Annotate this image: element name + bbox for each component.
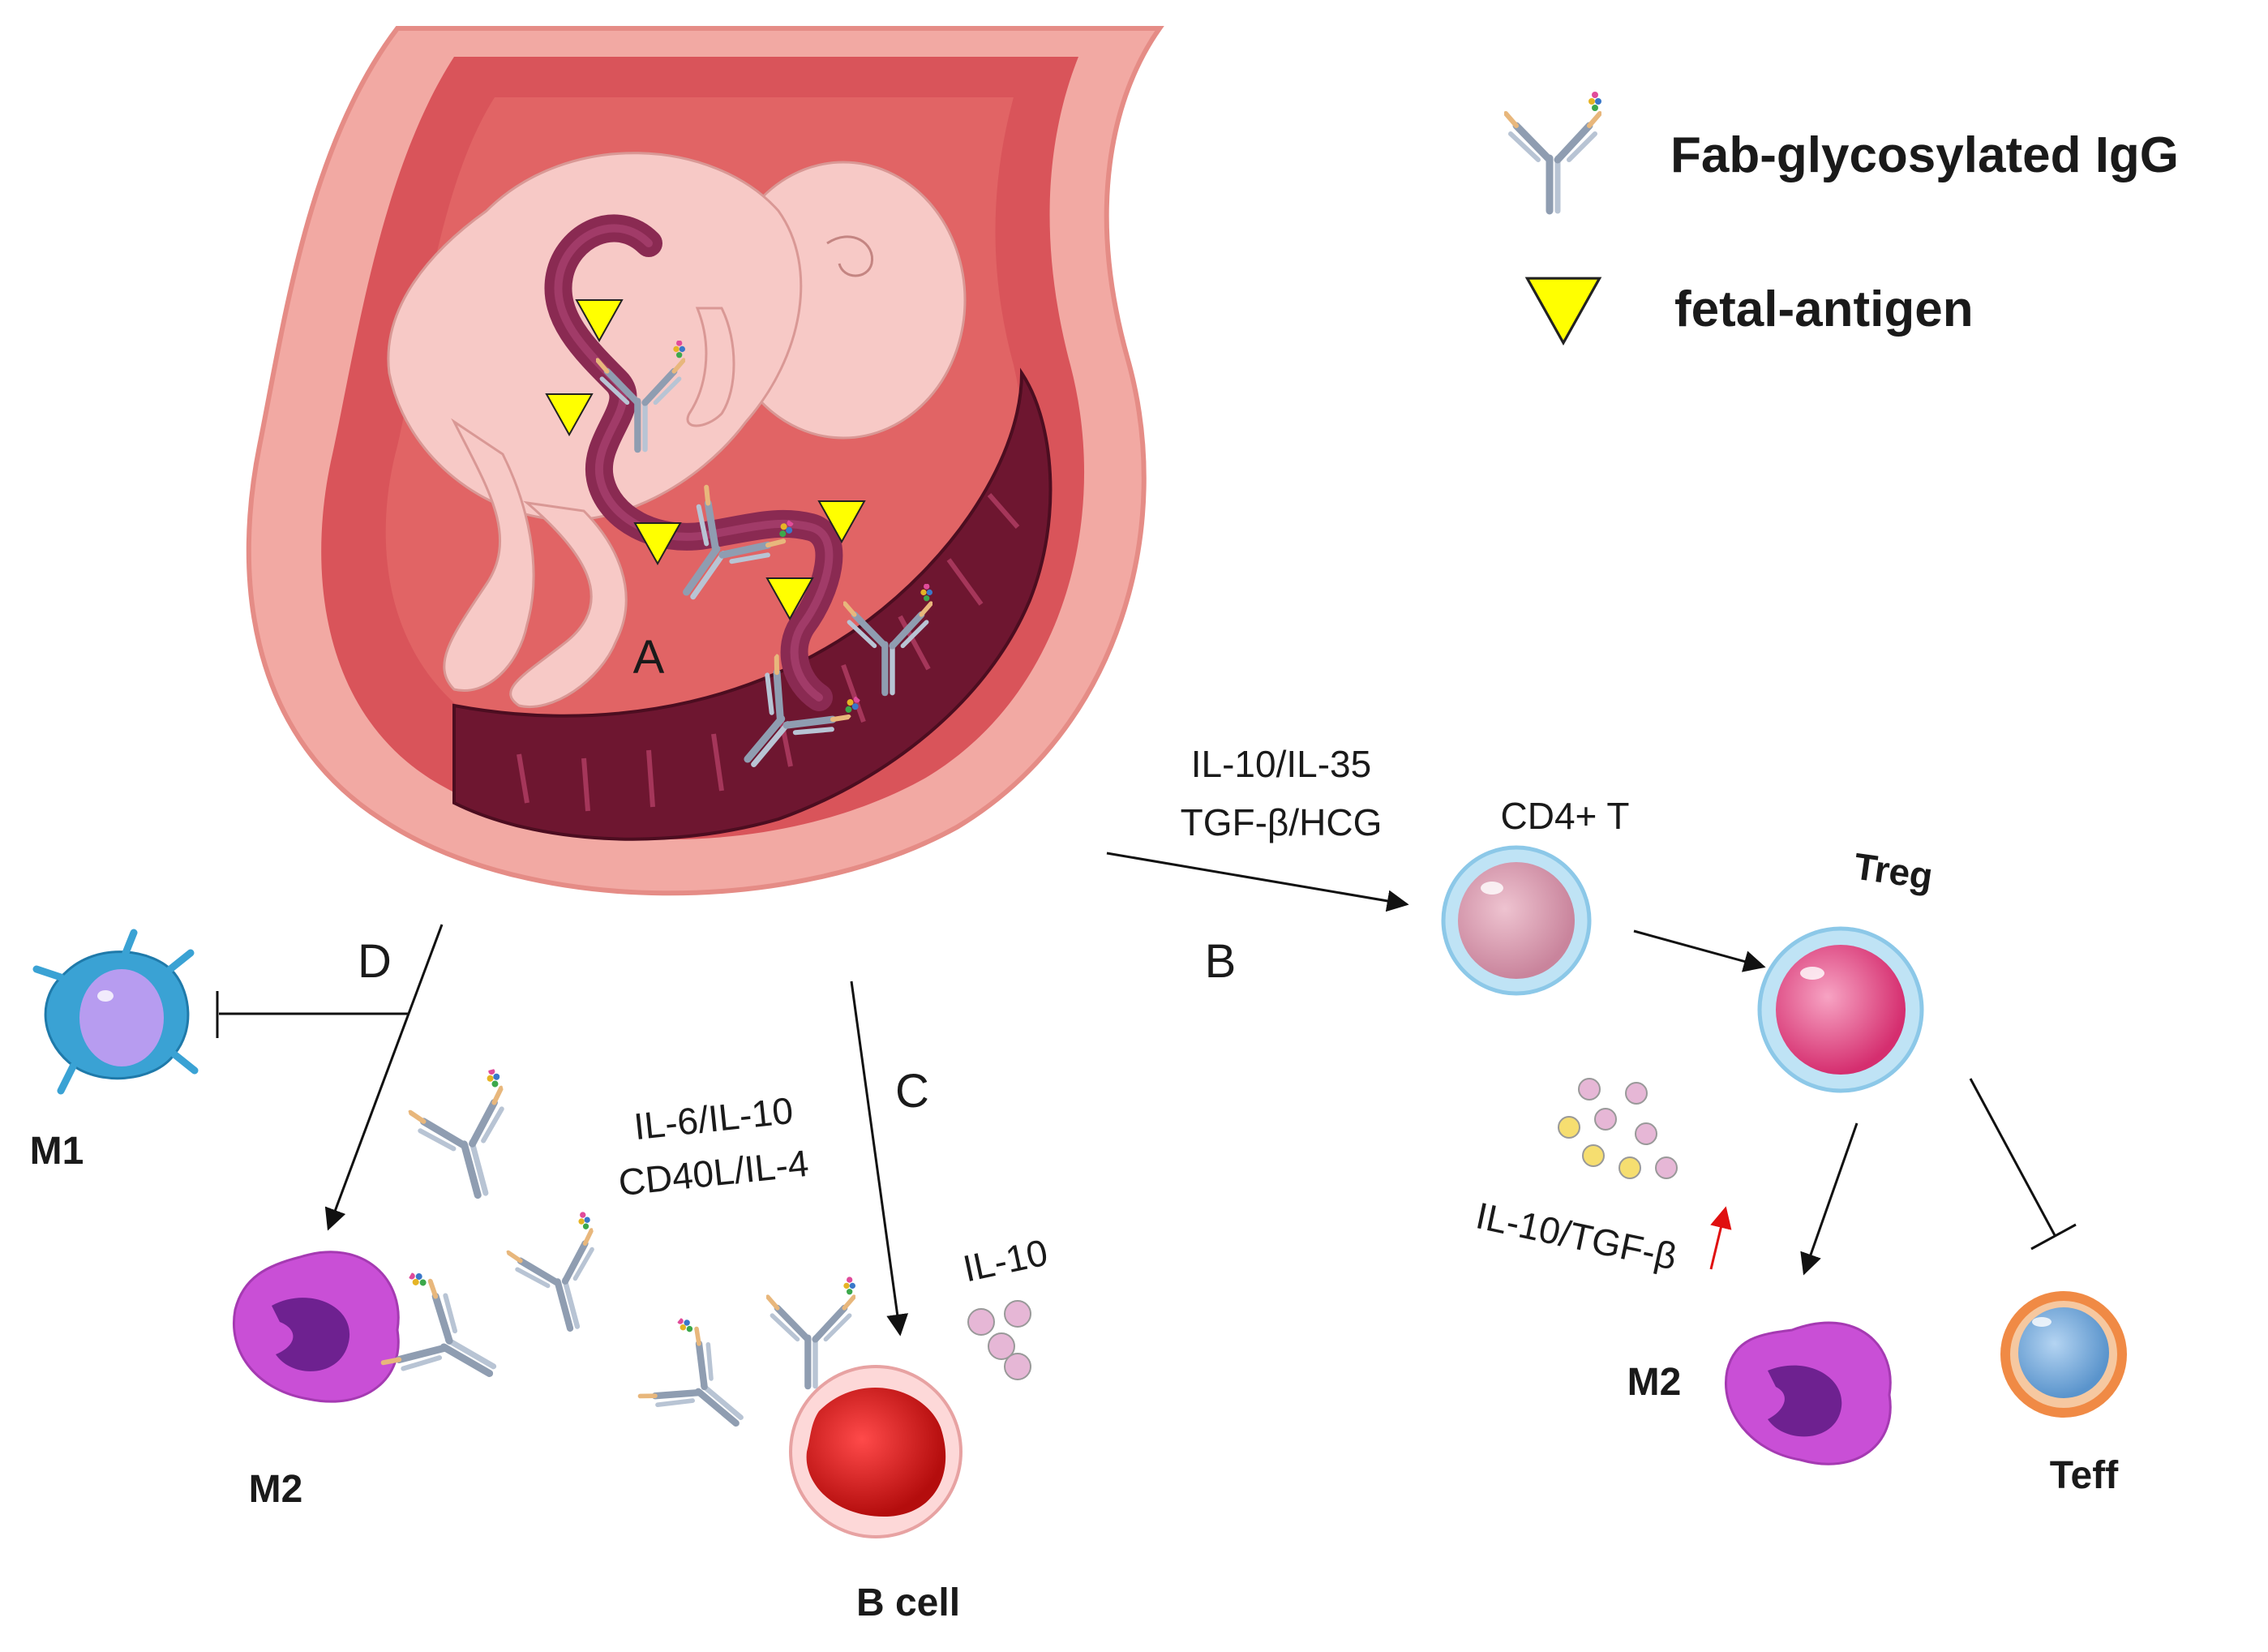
igg-antibody-icon — [1506, 92, 1601, 211]
panel-d: D M1 M2 — [30, 924, 616, 1511]
legend: Fab-glycosylated IgG fetal-antigen — [1506, 92, 2179, 345]
inhibition-bar — [2030, 1223, 2077, 1251]
uterus-illustration — [246, 26, 1164, 896]
m2-left-label: M2 — [249, 1468, 303, 1511]
m2-macrophage-right — [1725, 1321, 1892, 1465]
panel-label-c: C — [895, 1065, 929, 1118]
panel-b-cytokine-line2: TGF-β/HCG — [1181, 801, 1383, 843]
igg-antibody-icon — [624, 1315, 767, 1455]
m2-macrophage-left — [233, 1251, 400, 1403]
igg-antibody-icon — [503, 1211, 615, 1339]
panel-label-b: B — [1205, 935, 1237, 988]
igg-antibody-icon — [768, 1277, 855, 1386]
m1-macrophage — [32, 929, 199, 1095]
il10-droplets — [967, 1300, 1031, 1380]
inhibition-treg-to-teff — [1969, 1078, 2057, 1238]
m1-label: M1 — [30, 1130, 84, 1173]
bcell-label: B cell — [856, 1581, 960, 1624]
panel-b-cytokine-line1: IL-10/IL-35 — [1191, 743, 1371, 785]
teff-cell — [2000, 1291, 2127, 1418]
igg-antibody-icon — [405, 1066, 528, 1207]
arrow-to-cd4t — [1106, 852, 1409, 912]
arrow-cd4t-to-treg — [1633, 929, 1766, 972]
legend-antigen-label: fetal-antigen — [1674, 281, 1974, 337]
panel-c-cytokine-line2: CD40L/IL-4 — [616, 1142, 810, 1204]
cd4t-label: CD4+ T — [1501, 795, 1630, 837]
arrow-to-m2-left — [324, 924, 444, 1231]
upregulation-arrow — [1709, 1206, 1732, 1270]
b-cell — [789, 1365, 963, 1538]
treg-cell — [1757, 926, 1924, 1093]
fetus — [387, 152, 967, 708]
arrow-to-bcell — [850, 980, 909, 1337]
arrow-treg-to-m2 — [1800, 1122, 1859, 1276]
treg-label: Treg — [1851, 845, 1935, 898]
fetal-antigen-icon — [1525, 277, 1601, 345]
panel-label-a: A — [633, 631, 665, 684]
panel-b: IL-10/IL-35 TGF-β/HCG B CD4+ T Treg — [1106, 743, 2127, 1497]
panel-c-cytokine-line1: IL-6/IL-10 — [632, 1089, 795, 1148]
treg-secreted-label: IL-10/TGF-β — [1473, 1194, 1681, 1277]
panel-c-il10-label: IL-10 — [959, 1231, 1051, 1290]
cd4-t-cell — [1441, 845, 1592, 996]
placenta-villi — [517, 493, 1020, 812]
panel-c: C IL-6/IL-10 CD40L/IL-4 IL-10 B cell — [616, 980, 1051, 1624]
treg-secreted-cytokines — [1558, 1078, 1678, 1179]
placenta — [452, 367, 1053, 841]
panel-label-d: D — [358, 935, 392, 988]
m2-right-label: M2 — [1627, 1361, 1682, 1404]
teff-label: Teff — [2050, 1454, 2119, 1497]
legend-antibody-label: Fab-glycosylated IgG — [1670, 127, 2179, 183]
